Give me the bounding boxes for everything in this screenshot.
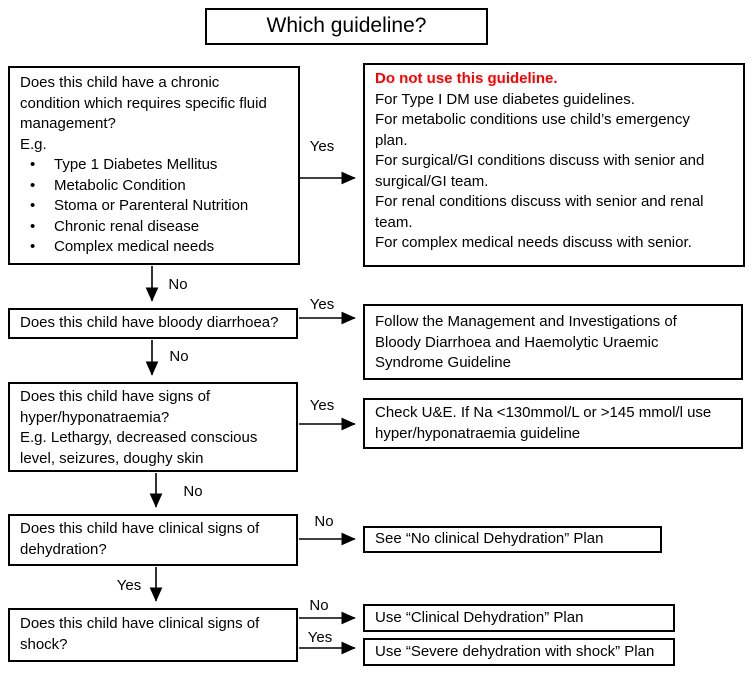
bullet-item: Type 1 Diabetes Mellitus: [20, 155, 288, 176]
outcome-line: For metabolic conditions use child’s eme…: [375, 111, 690, 149]
outcome-line: For surgical/GI conditions discuss with …: [375, 152, 705, 190]
warning-heading: Do not use this guideline.: [375, 70, 558, 87]
arrow-label-yes: Yes: [309, 296, 335, 313]
page-title: Which guideline?: [205, 8, 488, 45]
arrow-label-no: No: [309, 597, 329, 614]
outcome-box-no-dehydration-plan: See “No clinical Dehydration” Plan: [363, 526, 662, 553]
arrow-label-yes: Yes: [307, 629, 333, 646]
question-text: Does this child have bloody diarrhoea?: [20, 314, 279, 331]
outcome-line: For complex medical needs discuss with s…: [375, 234, 692, 251]
outcome-box-do-not-use: Do not use this guideline. For Type I DM…: [363, 63, 745, 267]
question-box-chronic-condition: Does this child have a chronic condition…: [8, 66, 300, 265]
question-text: Does this child have clinical signs of s…: [20, 615, 260, 653]
outcome-text: Use “Severe dehydration with shock” Plan: [375, 643, 655, 660]
question-text: Does this child have a chronic condition…: [20, 74, 267, 132]
arrow-label-no: No: [314, 513, 334, 530]
bullet-item: Metabolic Condition: [20, 176, 288, 197]
arrow-label-no: No: [183, 483, 203, 500]
outcome-box-check-ue: Check U&E. If Na <130mmol/L or >145 mmol…: [363, 398, 743, 449]
outcome-line: For Type I DM use diabetes guidelines.: [375, 90, 635, 108]
question-text: Does this child have signs of hyper/hypo…: [20, 388, 211, 426]
question-eg-label: E.g.: [20, 135, 47, 153]
arrow-label-yes: Yes: [309, 397, 335, 414]
page-title-text: Which guideline?: [266, 14, 427, 38]
arrow-label-no: No: [169, 348, 189, 365]
outcome-text: Use “Clinical Dehydration” Plan: [375, 609, 584, 626]
outcome-box-severe-shock-plan: Use “Severe dehydration with shock” Plan: [363, 638, 675, 666]
bullet-item: Chronic renal disease: [20, 217, 288, 238]
question-box-dehydration: Does this child have clinical signs of d…: [8, 514, 298, 566]
outcome-text: Check U&E. If Na <130mmol/L or >145 mmol…: [375, 404, 712, 442]
question-box-natraemia: Does this child have signs of hyper/hypo…: [8, 382, 298, 472]
arrow-label-yes: Yes: [309, 138, 335, 155]
question-text: Does this child have clinical signs of d…: [20, 520, 260, 558]
arrow-label-yes: Yes: [116, 577, 142, 594]
outcome-box-hus-guideline: Follow the Management and Investigations…: [363, 304, 743, 380]
question-example-text: E.g. Lethargy, decreased conscious level…: [20, 429, 258, 467]
question-box-shock: Does this child have clinical signs of s…: [8, 608, 298, 662]
bullet-item: Stoma or Parenteral Nutrition: [20, 196, 288, 217]
question-box-bloody-diarrhoea: Does this child have bloody diarrhoea?: [8, 308, 298, 339]
outcome-line: For renal conditions discuss with senior…: [375, 193, 704, 231]
outcome-text: See “No clinical Dehydration” Plan: [375, 530, 604, 547]
outcome-box-clinical-dehydration-plan: Use “Clinical Dehydration” Plan: [363, 604, 675, 632]
arrow-label-no: No: [168, 276, 188, 293]
outcome-text: Follow the Management and Investigations…: [375, 313, 677, 371]
bullet-item: Complex medical needs: [20, 237, 288, 258]
